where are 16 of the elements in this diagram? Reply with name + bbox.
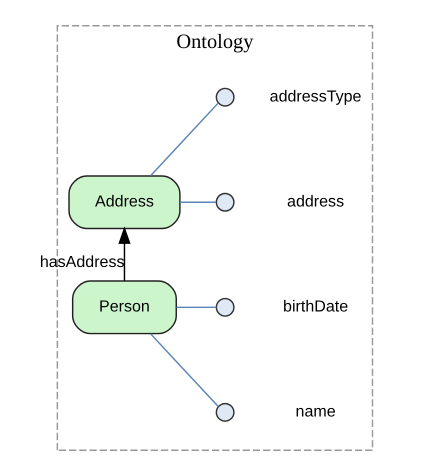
node-label: name (296, 402, 336, 420)
node-circle (216, 402, 235, 422)
node-label: addressType (270, 87, 362, 106)
node-label: address (287, 192, 344, 210)
connector (180, 202, 216, 203)
node-box: Person (72, 280, 177, 334)
node-box: Address (68, 175, 181, 230)
node-circle (216, 192, 235, 212)
connector (150, 333, 219, 408)
edge-label: hasAddress (40, 253, 124, 272)
connector (150, 102, 219, 176)
node-circle (216, 88, 235, 107)
connector (176, 306, 216, 308)
arrow (118, 226, 131, 281)
node-circle (216, 298, 235, 317)
node-label: birthDate (283, 297, 348, 316)
